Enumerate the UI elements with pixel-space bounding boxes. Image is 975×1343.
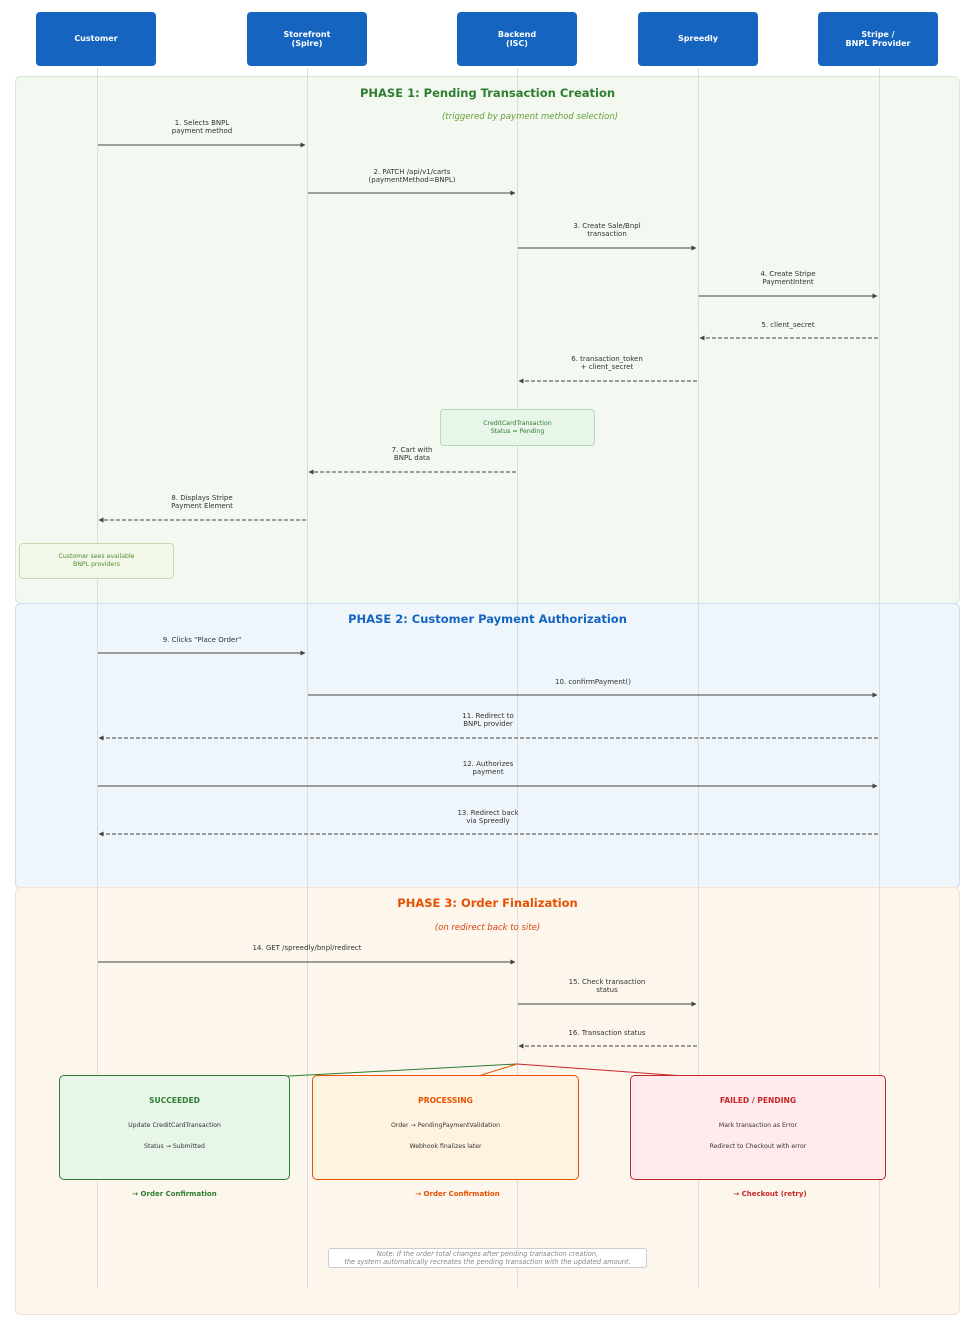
message-label: 3. Create Sale/Bnpl transaction <box>573 222 641 239</box>
message-label: 1. Selects BNPL payment method <box>171 119 233 136</box>
outcome-result-processing: → Order Confirmation <box>415 1190 500 1198</box>
outcome-detail: Status → Submitted <box>144 1143 205 1150</box>
phase-1-title: PHASE 1: Pending Transaction Creation <box>359 86 616 100</box>
outcome-detail: Order → PendingPaymentValidation <box>390 1122 501 1129</box>
message-label: 14. GET /spreedly/bnpl/redirect <box>252 944 362 952</box>
outcome-result-failed: → Checkout (retry) <box>733 1190 807 1198</box>
message-label: 9. Clicks "Place Order" <box>162 636 242 644</box>
actor-storefront: Storefront (Spire) <box>247 12 367 66</box>
outcome-title: SUCCEEDED <box>149 1096 200 1105</box>
phase-1-region <box>15 76 960 604</box>
message-label: 6. transaction_token + client_secret <box>571 355 643 372</box>
actor-stripe: Stripe / BNPL Provider <box>818 12 938 66</box>
phase-3-subtitle: (on redirect back to site) <box>434 923 541 933</box>
message-label: 11. Redirect to BNPL provider <box>462 712 514 729</box>
phase-2-region <box>15 603 960 889</box>
actor-customer: Customer <box>36 12 156 66</box>
outcome-title: PROCESSING <box>418 1096 473 1105</box>
footnote: Note: If the order total changes after p… <box>328 1248 647 1268</box>
message-label: 8. Displays Stripe Payment Element <box>171 494 233 511</box>
outcome-result-succeeded: → Order Confirmation <box>132 1190 217 1198</box>
actor-spreedly: Spreedly <box>638 12 758 66</box>
message-label: 15. Check transaction status <box>568 978 646 995</box>
phase-3-title: PHASE 3: Order Finalization <box>397 896 578 910</box>
note-bnpl-providers: Customer sees available BNPL providers <box>19 543 174 579</box>
outcome-title: FAILED / PENDING <box>719 1096 797 1105</box>
outcome-detail: Mark transaction as Error <box>718 1122 798 1129</box>
message-label: 12. Authorizes payment <box>462 760 514 777</box>
outcome-detail: Webhook finalizes later <box>409 1143 482 1150</box>
outcome-succeeded: SUCCEEDED Update CreditCardTransaction S… <box>59 1075 290 1180</box>
lifeline-customer <box>97 68 98 1288</box>
lifeline-storefront <box>307 68 308 1288</box>
outcome-detail: Update CreditCardTransaction <box>128 1122 221 1129</box>
lifeline-backend <box>517 68 518 1288</box>
message-label: 2. PATCH /api/v1/carts (paymentMethod=BN… <box>368 168 456 185</box>
phase-1-subtitle: (triggered by payment method selection) <box>441 112 619 122</box>
lifeline-stripe <box>879 68 880 1288</box>
message-label: 13. Redirect back via Spreedly <box>457 809 519 826</box>
actor-backend: Backend (ISC) <box>457 12 577 66</box>
outcome-processing: PROCESSING Order → PendingPaymentValidat… <box>312 1075 579 1180</box>
lifeline-spreedly <box>698 68 699 1288</box>
message-label: 7. Cart with BNPL data <box>391 446 433 463</box>
note-pending-status: CreditCardTransaction Status = Pending <box>440 409 595 446</box>
outcome-failed-pending: FAILED / PENDING Mark transaction as Err… <box>630 1075 886 1180</box>
outcome-detail: Redirect to Checkout with error <box>709 1143 807 1150</box>
message-label: 16. Transaction status <box>568 1029 646 1037</box>
message-label: 5. client_secret <box>761 321 815 329</box>
message-label: 4. Create Stripe PaymentIntent <box>760 270 816 287</box>
message-label: 10. confirmPayment() <box>554 678 632 686</box>
phase-2-title: PHASE 2: Customer Payment Authorization <box>348 612 627 626</box>
